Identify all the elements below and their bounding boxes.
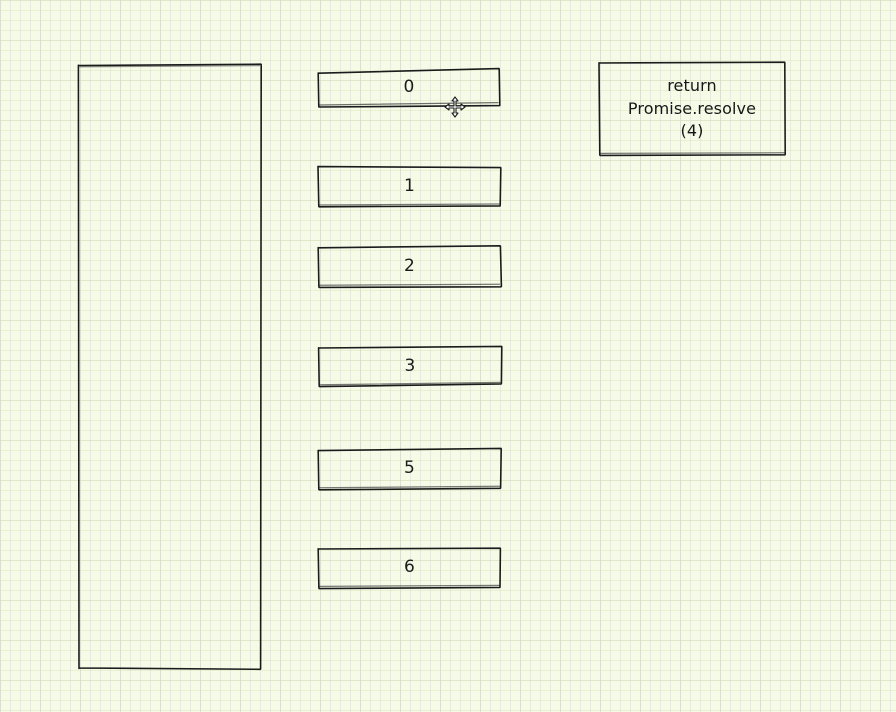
promise-resolve-text-box-stroke[interactable] [598, 61, 786, 157]
promise-resolve-text: return Promise.resolve (4) [627, 76, 757, 141]
node-label-6: 6 [403, 557, 416, 577]
node-box-2-stroke[interactable] [317, 245, 503, 289]
node-label-1: 1 [403, 176, 416, 196]
large-empty-rectangle-stroke[interactable] [77, 63, 262, 671]
node-box-1-stroke[interactable] [317, 165, 502, 208]
node-box-5-stroke[interactable] [317, 447, 502, 491]
node-label-5: 5 [403, 458, 416, 478]
node-box-0-stroke[interactable] [317, 67, 501, 108]
node-label-2: 2 [403, 256, 416, 276]
node-box-6-stroke[interactable] [317, 547, 502, 590]
node-box-3-stroke[interactable] [317, 345, 503, 388]
node-label-0: 0 [403, 77, 415, 97]
node-label-3: 3 [404, 356, 416, 376]
